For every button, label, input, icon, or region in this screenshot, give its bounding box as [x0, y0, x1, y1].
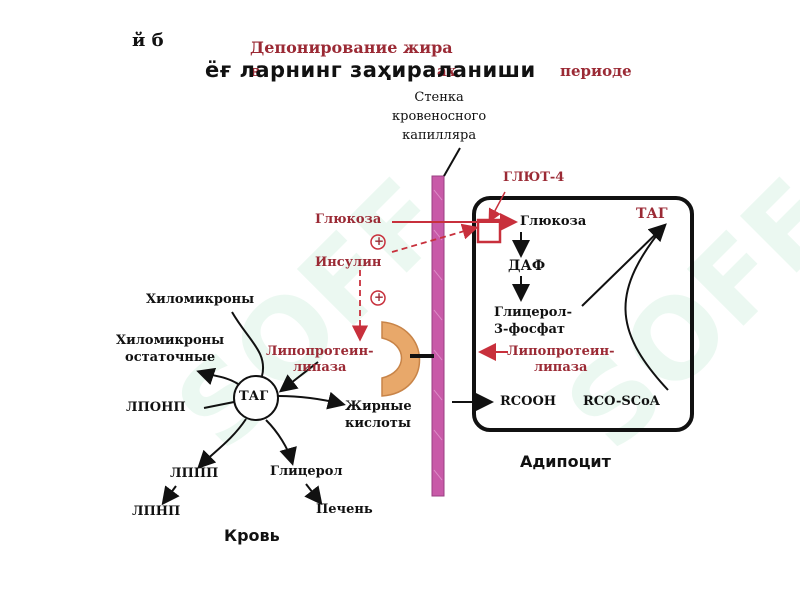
chylomicrons-label: Хиломикроны [146, 292, 255, 307]
chylo-remnants-label: Хиломикроны остаточные [116, 333, 225, 365]
glut4-pointer [488, 191, 506, 223]
title-line-2-mid: ах [437, 62, 456, 80]
title-line-2-left: в [250, 62, 261, 80]
plus-sign-2: + [374, 290, 385, 304]
tag-to-lppp-arrow [197, 418, 247, 469]
lpnp-label: ЛПНП [132, 504, 181, 519]
tag-to-fatty-acids-arrow [277, 391, 346, 410]
insulin-label: Инсулин [315, 255, 382, 270]
tag-blood-circle [233, 375, 279, 421]
capillary-label: Стенка кровеносного капилляра [392, 90, 487, 143]
lppp-label: ЛППП [170, 466, 219, 481]
capillary-label-pointer [443, 147, 461, 177]
rcooh-label: RCOOH [500, 394, 557, 409]
lppp-to-lpnp-arrow [161, 485, 180, 506]
insulin-to-glut4-arrow [391, 223, 479, 253]
chylomicrons-to-tag-line [231, 311, 265, 377]
adipocyte-label: Адипоцит [520, 452, 611, 471]
glycerol-to-liver-arrow [304, 483, 323, 506]
glycerol-label: Глицерол [270, 464, 343, 479]
blood-label: Кровь [224, 526, 280, 545]
glycerol3p-label: Глицерол- 3-фосфат [494, 305, 572, 337]
lipoprotein-lipase-enzyme [381, 321, 421, 397]
glucose-outside-label: Глюкоза [315, 212, 382, 227]
plus-circle-1 [370, 234, 386, 250]
lponp-to-tag-line [203, 401, 235, 409]
glycerol3p-to-tag-arrow [581, 223, 667, 307]
daf-label: ДАФ [508, 258, 546, 274]
tag-cell-label: ТАГ [636, 206, 668, 222]
title-line-2-right: периоде [560, 62, 632, 80]
lponp-label: ЛПОНП [126, 400, 186, 415]
glut4-transporter [476, 218, 502, 244]
lpl-to-tag-pointer [278, 361, 319, 393]
title-line-1: Депонирование жира [250, 38, 453, 57]
lpl-left-label: Липопротеин- липаза [266, 344, 374, 375]
adipocyte-cell [472, 196, 694, 432]
plus-sign-1: + [374, 234, 385, 248]
capillary-wall [431, 175, 445, 497]
rcoscoa-label: RCO-SCoA [583, 394, 660, 409]
glucose-inside-label: Глюкоза [520, 214, 587, 229]
tag-blood-label: ТАГ [239, 389, 269, 404]
acylcoa-to-tag-curve [624, 225, 669, 391]
fatty-acids-label: Жирные кислоты [345, 399, 412, 431]
top-fragment: й б [132, 30, 164, 51]
tag-to-glycerol-arrow [265, 419, 297, 466]
tag-to-remnants-arrow [196, 367, 239, 385]
overlay-title: ёғ ларнинг заҳираланиши [205, 58, 536, 82]
liver-label: Печень [316, 502, 373, 517]
lpl-right-label: Липопротеин- липаза [507, 344, 615, 375]
glut4-label: ГЛЮТ-4 [503, 170, 565, 185]
plus-circle-2 [370, 290, 386, 306]
